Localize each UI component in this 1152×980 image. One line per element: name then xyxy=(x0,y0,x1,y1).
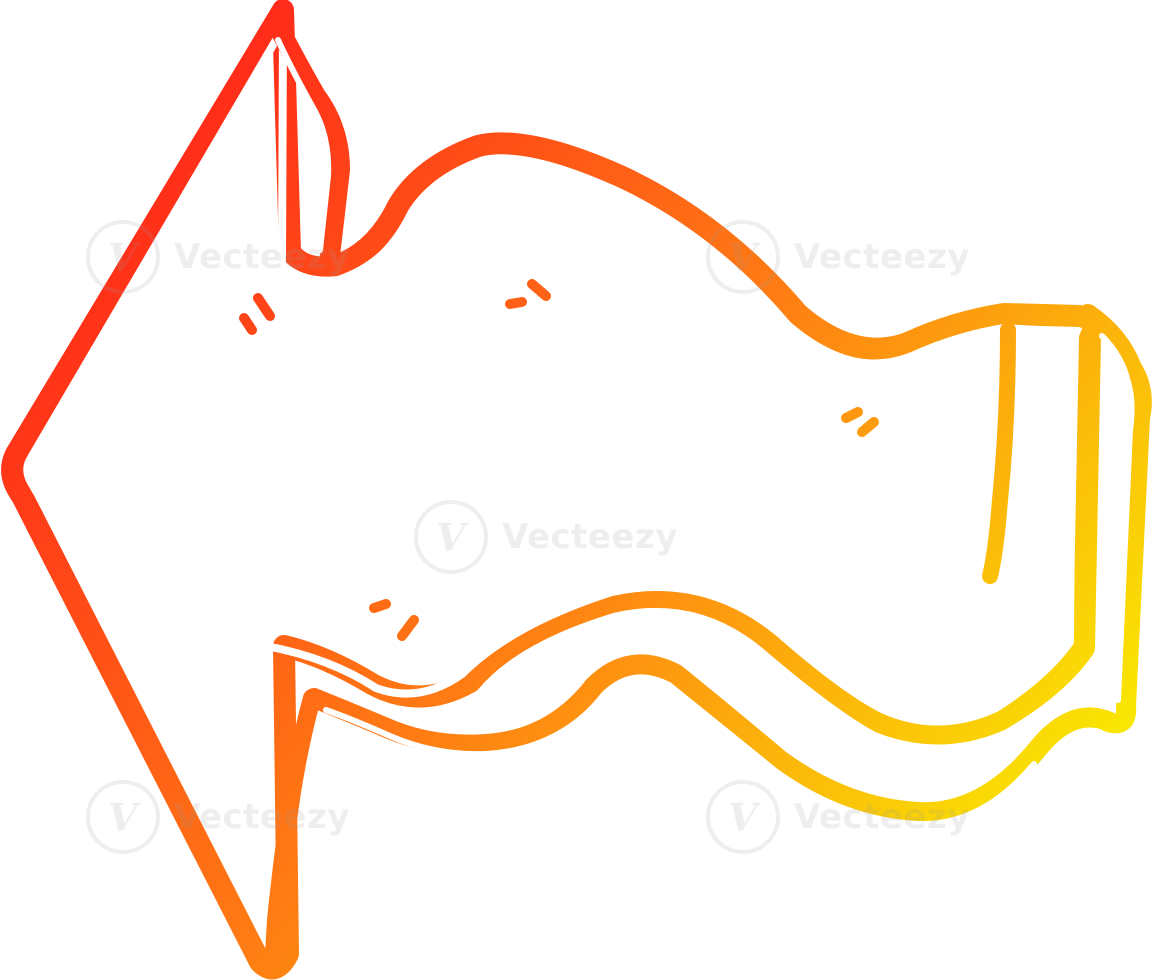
lower-ribbon-inner xyxy=(323,675,1037,828)
tail-band-inner xyxy=(1099,333,1135,703)
highlight-mark xyxy=(841,407,863,423)
top-barb-fold-inner xyxy=(275,37,332,253)
tail-inner-line xyxy=(982,322,1016,584)
highlight-mark xyxy=(253,293,275,321)
highlight-mark xyxy=(857,417,879,437)
top-barb-fold xyxy=(266,12,350,266)
highlight-mark xyxy=(505,297,527,309)
arrow-inner-fill xyxy=(25,24,1076,934)
tail-band xyxy=(1078,304,1152,734)
highlight-mark xyxy=(527,279,551,301)
bottom-tip-fold xyxy=(265,689,321,963)
highlight-mark xyxy=(397,615,419,641)
lower-ribbon xyxy=(304,654,1120,823)
highlight-mark xyxy=(239,313,257,335)
highlight-mark xyxy=(369,599,391,613)
